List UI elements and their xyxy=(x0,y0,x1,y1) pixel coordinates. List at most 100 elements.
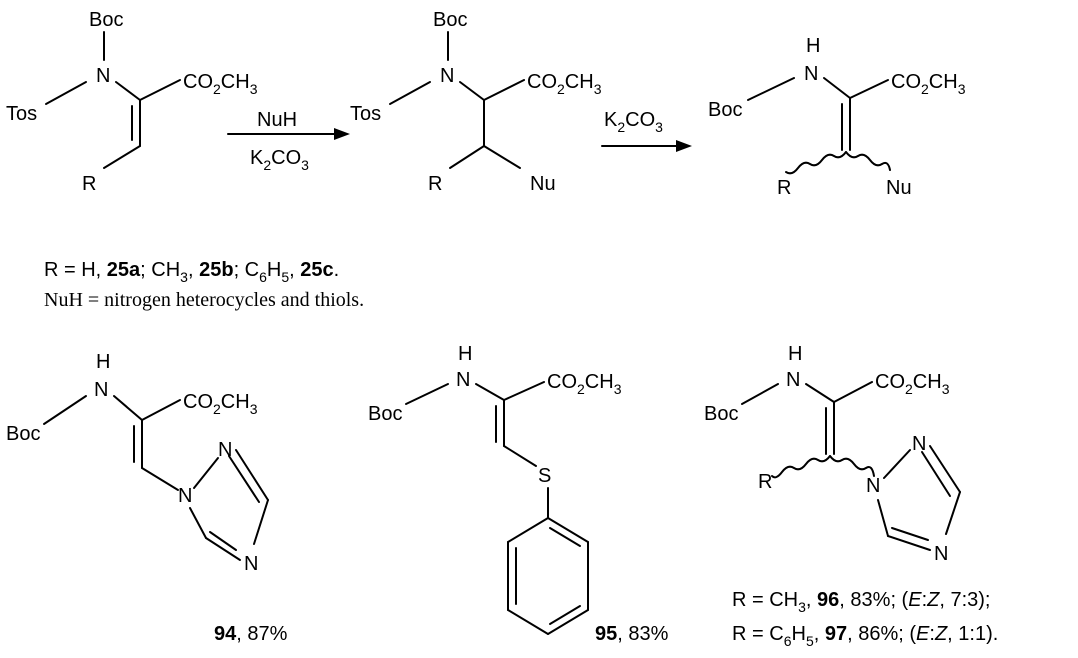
double-bond xyxy=(921,451,951,497)
arrow-head xyxy=(334,128,350,140)
bond xyxy=(849,79,889,99)
bond xyxy=(503,381,545,401)
bond xyxy=(747,77,795,101)
triazole-n2-label: N xyxy=(912,433,926,455)
boc-label: Boc xyxy=(708,99,742,121)
bond xyxy=(805,383,835,403)
arrow2-reagent-top: K2CO3 xyxy=(604,109,663,135)
triazole-n1-label: N xyxy=(866,475,880,497)
bond xyxy=(823,77,851,99)
bond xyxy=(887,535,931,551)
triazole-n1-label: N xyxy=(178,485,192,507)
wavy-bond xyxy=(771,455,831,479)
dehydroamino-acid-product: H N Boc CO2CH3 R Nu xyxy=(708,35,966,199)
bond xyxy=(205,537,241,561)
bond xyxy=(113,395,143,421)
starting-material: Boc N Tos CO2CH3 R xyxy=(6,9,258,195)
s-label: S xyxy=(538,465,551,487)
wavy-bond xyxy=(845,151,891,171)
bond xyxy=(141,399,181,421)
double-bond xyxy=(549,527,581,547)
n-label: N xyxy=(786,369,800,391)
h-label: H xyxy=(96,351,110,373)
ester-label: CO2CH3 xyxy=(547,371,622,397)
adduct-intermediate: Boc N Tos CO2CH3 R Nu xyxy=(350,9,602,195)
bond xyxy=(389,81,431,105)
bond xyxy=(547,517,589,543)
bond xyxy=(459,81,485,101)
n-label: N xyxy=(440,65,454,87)
double-bond xyxy=(549,605,581,625)
bond xyxy=(547,609,589,635)
ester-label: CO2CH3 xyxy=(875,371,950,397)
triazole-n4-label: N xyxy=(934,543,948,565)
ester-label: CO2CH3 xyxy=(183,71,258,97)
product-94-caption: 94, 87% xyxy=(214,623,288,645)
nu-label: Nu xyxy=(530,173,556,195)
reaction-arrow-2: K2CO3 xyxy=(601,109,692,152)
bond xyxy=(883,449,911,479)
boc-label: Boc xyxy=(368,403,402,425)
arrow-head xyxy=(676,140,692,152)
bond xyxy=(103,145,141,169)
bond xyxy=(115,81,141,101)
double-bond xyxy=(209,531,237,551)
bond xyxy=(507,517,549,543)
bond xyxy=(45,81,87,105)
n-label: N xyxy=(456,369,470,391)
arrow1-reagent-bottom: K2CO3 xyxy=(250,147,309,173)
double-bond xyxy=(228,455,260,503)
bond xyxy=(833,381,873,403)
bond xyxy=(503,445,537,467)
wavy-bond xyxy=(785,151,847,175)
bond xyxy=(929,445,961,493)
product-96-caption: R = CH3, 96, 83%; (E:Z, 7:3); xyxy=(732,589,990,615)
bond xyxy=(449,145,485,169)
tos-label: Tos xyxy=(6,103,37,125)
boc-label: Boc xyxy=(6,423,40,445)
r-label: R xyxy=(428,173,442,195)
bond xyxy=(141,467,179,491)
bond xyxy=(483,145,521,169)
reaction-arrow-1: NuH K2CO3 xyxy=(227,109,350,173)
bond xyxy=(507,609,549,635)
r-label: R xyxy=(82,173,96,195)
bond xyxy=(741,383,779,405)
n-label: N xyxy=(94,379,108,401)
h-label: H xyxy=(788,343,802,365)
ester-label: CO2CH3 xyxy=(527,71,602,97)
double-bond xyxy=(891,527,929,541)
bond xyxy=(139,79,181,101)
r-label: R xyxy=(758,471,772,493)
r-label: R xyxy=(777,177,791,199)
triazole-n4-label: N xyxy=(244,553,258,575)
nuh-definition: NuH = nitrogen heterocycles and thiols. xyxy=(44,289,364,311)
bond xyxy=(877,499,889,537)
h-label: H xyxy=(806,35,820,57)
bond xyxy=(43,395,87,425)
bond xyxy=(253,499,269,545)
n-label: N xyxy=(804,63,818,85)
boc-label: Boc xyxy=(704,403,738,425)
bond xyxy=(193,457,219,489)
product-95: H N Boc CO2CH3 S 95, 83% xyxy=(368,343,669,645)
bond xyxy=(235,449,269,501)
ester-label: CO2CH3 xyxy=(183,391,258,417)
bond xyxy=(483,79,525,101)
tos-label: Tos xyxy=(350,103,381,125)
nu-label: Nu xyxy=(886,177,912,199)
boc-label: Boc xyxy=(433,9,467,31)
r-definition: R = H, 25a; CH3, 25b; C6H5, 25c. xyxy=(44,259,339,285)
bond xyxy=(945,491,961,535)
bond xyxy=(475,383,505,401)
product-94: H N Boc CO2CH3 N N N 94, 87% xyxy=(6,351,288,645)
product-96-97: H N Boc CO2CH3 R N N N R = CH3, 96, 83%;… xyxy=(704,343,998,649)
h-label: H xyxy=(458,343,472,365)
arrow1-reagent-top: NuH xyxy=(257,109,297,131)
wavy-bond xyxy=(829,455,875,477)
definitions: R = H, 25a; CH3, 25b; C6H5, 25c. NuH = n… xyxy=(44,259,364,311)
ester-label: CO2CH3 xyxy=(891,71,966,97)
bond xyxy=(189,507,207,539)
